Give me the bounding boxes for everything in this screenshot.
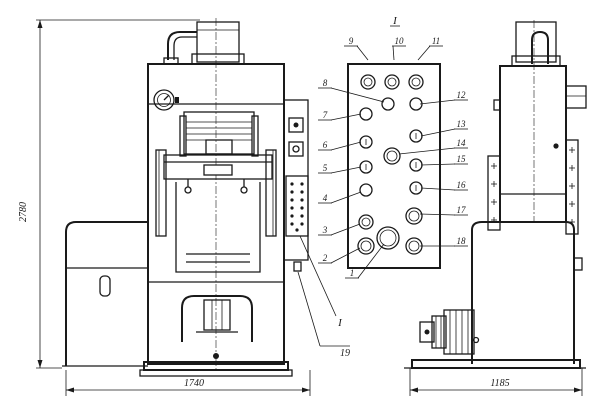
panel-button [381, 97, 395, 111]
panel-button [405, 207, 423, 225]
panel-buttons [357, 74, 424, 255]
panel-button [384, 74, 400, 90]
callout-label: 13 [457, 119, 467, 129]
panel-button-ring [408, 210, 420, 222]
side-view: 1185 [404, 20, 587, 396]
callout-leader [356, 45, 369, 61]
panel-button-ring [361, 217, 371, 227]
panel-button [359, 183, 373, 197]
side-control-cabinet [283, 99, 309, 272]
height-dimension-value: 2780 [18, 202, 29, 222]
top-motor [163, 21, 245, 65]
callout-leader [398, 147, 456, 155]
hydraulic-tank [62, 221, 148, 367]
front-width-dimension-value: 1740 [184, 378, 204, 389]
side-width-dimension-value: 1185 [490, 378, 509, 389]
side-width-dimension: 1185 [409, 368, 583, 396]
callout-leader [330, 113, 362, 121]
callout-leader [420, 128, 456, 137]
callout-label: 16 [457, 180, 467, 190]
panel-leaders [318, 45, 468, 279]
detail-view-label: I [392, 15, 398, 27]
panel-button-ring [379, 229, 397, 247]
callout-label: 18 [457, 236, 467, 246]
callout-19: 19 [340, 348, 350, 359]
callout-label: 11 [432, 36, 440, 46]
front-view: 2780 1740 I 19 [18, 18, 350, 396]
panel-button [360, 74, 376, 90]
callout-leader [330, 141, 362, 151]
callout-leader [419, 213, 456, 216]
panel-button-ring [363, 77, 373, 87]
callout-label: 3 [322, 225, 328, 235]
panel-button [376, 226, 400, 250]
callout-label: 1 [350, 268, 355, 278]
callout-leader [330, 191, 362, 204]
panel-button [357, 237, 375, 255]
callout-leader [420, 163, 456, 166]
callout-leader [357, 243, 385, 279]
side-top-motor [511, 21, 561, 67]
callout-label: 12 [457, 90, 467, 100]
panel-button-ring [387, 77, 397, 87]
panel-button-ring [408, 240, 420, 252]
callout-leader [330, 247, 361, 264]
callout-leader [330, 223, 361, 236]
callout-label: 17 [457, 205, 467, 215]
callout-label: 2 [323, 253, 328, 263]
callout-label: 14 [457, 138, 467, 148]
panel-button [359, 107, 373, 121]
callout-label: 4 [323, 193, 328, 203]
panel-button [408, 74, 424, 90]
panel-button-ring [411, 77, 421, 87]
side-pump-motor [419, 309, 480, 355]
callout-label: 7 [323, 110, 328, 120]
side-lower-body [471, 221, 575, 364]
panel-button-ring [360, 240, 372, 252]
callout-leader [420, 187, 456, 191]
callout-label: 10 [395, 36, 405, 46]
press-ram [179, 111, 259, 157]
callout-leader [417, 45, 431, 61]
front-width-dimension: 1740 [65, 370, 311, 396]
height-dimension: 2780 [18, 19, 200, 369]
detail-view-panel: I 1 2 3 4 5 6 7 8 9 10 11 12 13 14 15 16… [318, 15, 468, 279]
callout-label: 15 [457, 154, 467, 164]
callout-label: 9 [349, 36, 354, 46]
pressure-gauge [153, 89, 179, 111]
panel-button [358, 214, 374, 230]
cross-beam [163, 154, 273, 194]
panel-labels: 1 2 3 4 5 6 7 8 9 10 11 12 13 14 15 16 1… [322, 36, 466, 278]
callout-leader [330, 166, 362, 174]
callout-leader [330, 87, 385, 103]
panel-button-ring [386, 150, 398, 162]
callout-leader [392, 45, 395, 61]
callout-label: 8 [323, 78, 328, 88]
panel-button [383, 147, 401, 165]
callout-leader [419, 99, 456, 105]
lower-die [181, 295, 253, 359]
section-label: I [337, 317, 343, 329]
panel-button [405, 237, 423, 255]
callout-label: 6 [323, 140, 328, 150]
callout-label: 5 [323, 163, 328, 173]
